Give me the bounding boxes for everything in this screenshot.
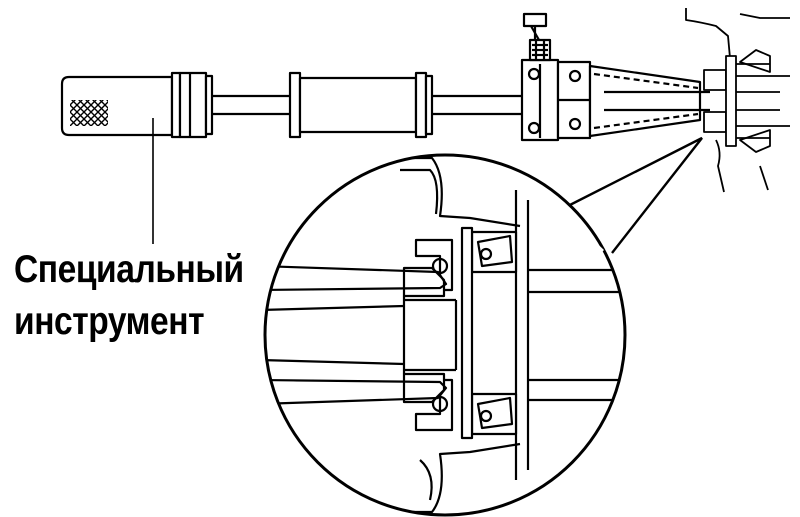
hub-assembly xyxy=(685,8,790,193)
callout-label-line-1: Специальный xyxy=(14,248,244,291)
special-tool xyxy=(60,12,710,142)
tool-jaws-detail xyxy=(265,264,458,406)
detail-magnifier xyxy=(263,136,703,517)
tool-collar-1 xyxy=(170,71,214,139)
tool-shaft xyxy=(212,94,290,116)
tool-clamp-block xyxy=(520,12,560,142)
tool-handle xyxy=(60,75,174,137)
tool-slide-weight xyxy=(288,71,434,139)
tool-shaft-2 xyxy=(432,94,522,116)
upper-bearing xyxy=(470,230,518,274)
tool-adapter xyxy=(556,60,592,140)
lower-bearing xyxy=(470,392,518,436)
callout-label-line-2: инструмент xyxy=(14,300,205,343)
tool-puller-cone xyxy=(588,64,710,138)
